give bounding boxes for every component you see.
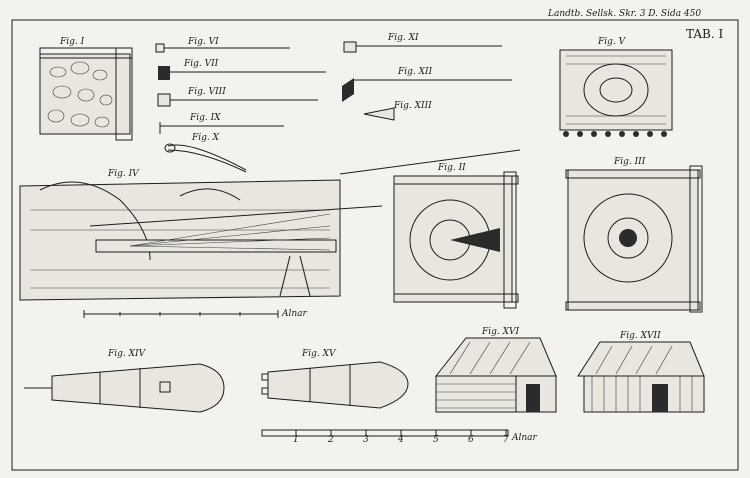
scale-tick-5: 5	[433, 435, 439, 445]
fig-8-tool	[157, 93, 318, 107]
fig-6-label: Fig. VI	[187, 37, 219, 47]
fig-12-tool	[342, 78, 512, 102]
scale-lower-unit: Alnar	[511, 433, 538, 443]
fig-9-tool	[159, 122, 284, 134]
fig-14-boat-plan	[24, 363, 225, 413]
fig-16-shed	[434, 337, 557, 413]
fig-3-front	[565, 165, 703, 313]
fig-1-label: Fig. I	[59, 37, 85, 47]
plate-number: TAB. I	[686, 27, 723, 41]
fig-7-tool	[158, 66, 326, 80]
scale-lower	[261, 429, 509, 437]
scale-upper	[83, 310, 279, 318]
header-citation: Landtb. Sellsk. Skr. 3 D. Sida 450	[547, 9, 701, 19]
plate-border	[11, 19, 739, 471]
scale-tick-7: 7	[503, 435, 509, 445]
fig-13-tool	[363, 107, 395, 121]
fig-3-label: Fig. III	[613, 157, 646, 167]
fig-1-wall-frame	[39, 47, 133, 141]
fig-12-label: Fig. XII	[397, 67, 433, 77]
fig-8-label: Fig. VIII	[187, 87, 226, 97]
fig-15-boat-plan	[261, 361, 409, 409]
fig-11-tool	[343, 41, 502, 53]
fig-2-label: Fig. II	[437, 163, 466, 173]
fig-2-front	[393, 171, 519, 309]
scale-tick-4: 4	[397, 435, 404, 445]
fig-14-label: Fig. XIV	[107, 349, 147, 359]
fig-11-label: Fig. XI	[387, 33, 419, 43]
fig-5-label: Fig. V	[597, 37, 627, 47]
fig-4-section	[19, 149, 521, 301]
scale-upper-unit: Alnar	[281, 309, 308, 319]
fig-16-label: Fig. XVI	[481, 327, 520, 337]
fig-6-tool	[155, 43, 290, 53]
fig-17-shed	[577, 341, 705, 413]
fig-7-label: Fig. VII	[183, 59, 219, 69]
fig-10-label: Fig. X	[191, 133, 220, 143]
scale-tick-6: 6	[468, 435, 474, 445]
fig-5-plan	[559, 49, 673, 137]
fig-4-label: Fig. IV	[107, 169, 140, 179]
fig-9-label: Fig. IX	[189, 113, 221, 123]
fig-10-tongs	[164, 143, 247, 173]
fig-15-label: Fig. XV	[301, 349, 337, 359]
scale-tick-1: 1	[293, 435, 299, 445]
scale-tick-3: 3	[363, 435, 369, 445]
fig-13-label: Fig. XIII	[393, 101, 432, 111]
scale-tick-2: 2	[327, 435, 334, 445]
fig-17-label: Fig. XVII	[619, 331, 661, 341]
